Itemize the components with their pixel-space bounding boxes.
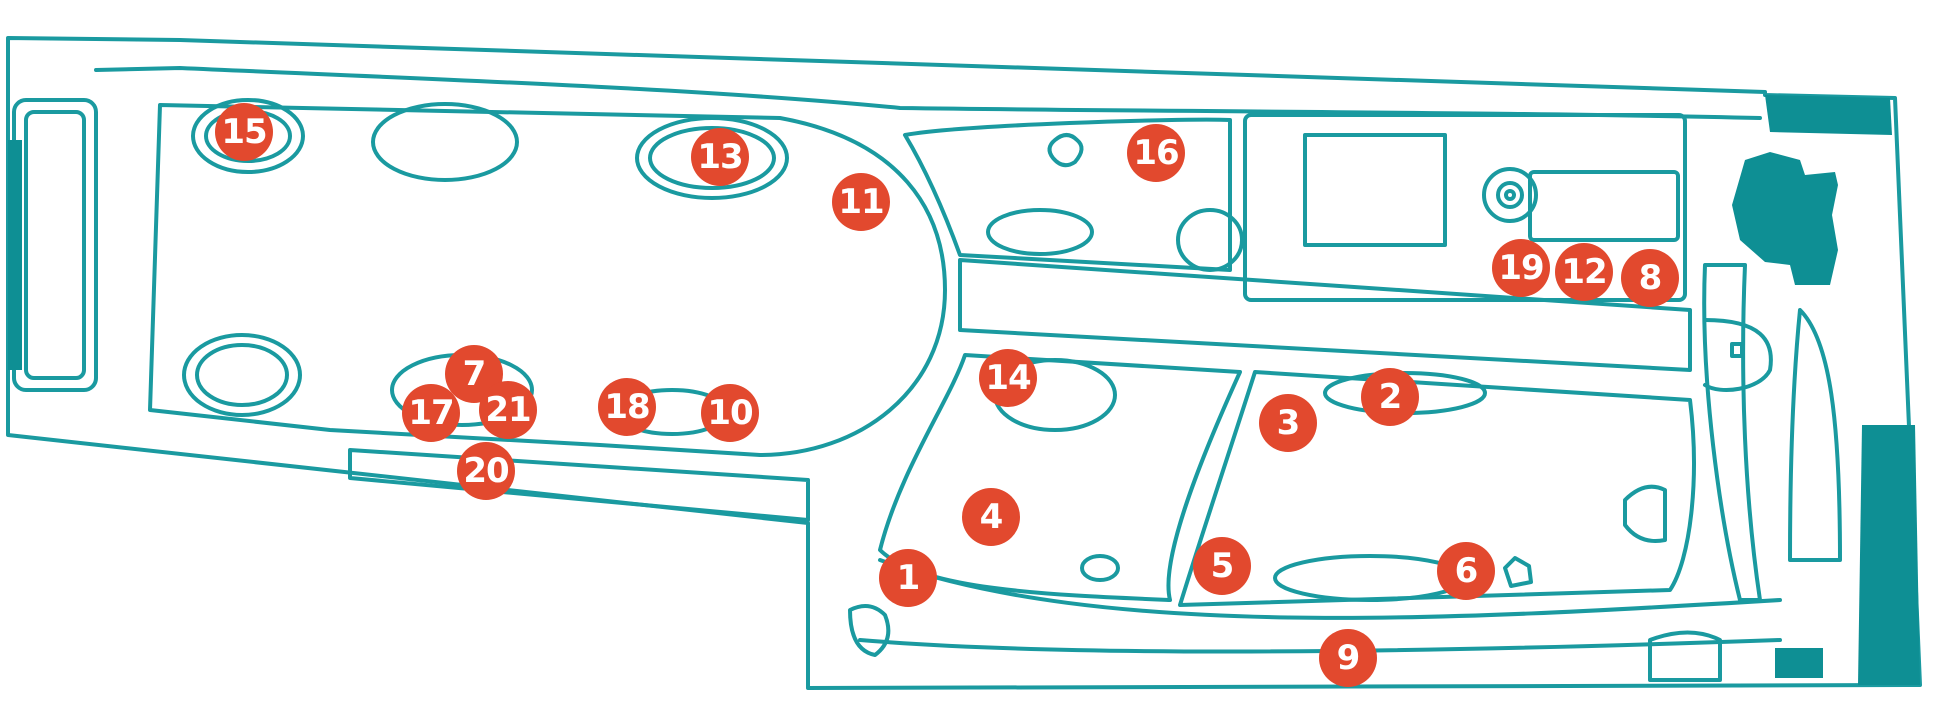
pond [371,102,519,182]
south-lawn [878,353,1242,602]
pond [1273,554,1467,602]
marker-20[interactable]: 20 [457,442,515,500]
fountain-pool [1528,170,1680,242]
marker-21[interactable]: 21 [479,381,537,439]
blob [1648,630,1722,682]
marker-18[interactable]: 18 [598,378,656,436]
pond [182,333,302,417]
south-path [878,558,1782,620]
marker-3[interactable]: 3 [1259,394,1317,452]
marker-11[interactable]: 11 [832,173,890,231]
marker-12[interactable]: 12 [1555,243,1613,301]
pond [1080,554,1120,582]
ne-building [1765,95,1892,135]
marker-4[interactable]: 4 [962,488,1020,546]
north-garden-beds [1243,113,1687,302]
left-building-inner [24,110,86,380]
blob [1623,484,1667,543]
left-edge-bar [8,140,22,370]
marker-17[interactable]: 17 [402,384,460,442]
pond [635,116,789,200]
villa [1732,152,1838,285]
small-building [1775,648,1823,678]
se-building [1858,425,1920,685]
pond [191,98,305,174]
marker-2[interactable]: 2 [1361,368,1419,426]
marker-6[interactable]: 6 [1437,542,1495,600]
map-outlines [6,36,1922,690]
marker-14[interactable]: 14 [979,349,1037,407]
marker-13[interactable]: 13 [691,128,749,186]
marker-16[interactable]: 16 [1127,124,1185,182]
fountain [1482,167,1538,223]
pond [986,208,1094,256]
east-lawn [1788,308,1842,562]
pond [1176,208,1244,272]
marker-15[interactable]: 15 [215,103,273,161]
map-solids [8,95,1920,685]
marker-1[interactable]: 1 [879,549,937,607]
marker-9[interactable]: 9 [1319,629,1377,687]
east-strip [1702,263,1762,602]
pond [195,343,289,407]
blob [1047,133,1084,168]
blob [1503,556,1533,588]
east-oval [1703,318,1773,392]
north-garden [903,117,1232,272]
east-marker [1730,342,1744,358]
north-garden-rect [1303,133,1447,247]
fountain-jet [1504,189,1516,201]
blob [848,604,891,657]
central-avenue [958,258,1692,372]
west-lawn [148,103,947,457]
park-boundary [6,36,1922,690]
marker-5[interactable]: 5 [1193,537,1251,595]
south-strip [348,448,810,522]
marker-10[interactable]: 10 [701,384,759,442]
marker-19[interactable]: 19 [1492,239,1550,297]
marker-8[interactable]: 8 [1621,249,1679,307]
fountain-inner [1496,181,1524,209]
